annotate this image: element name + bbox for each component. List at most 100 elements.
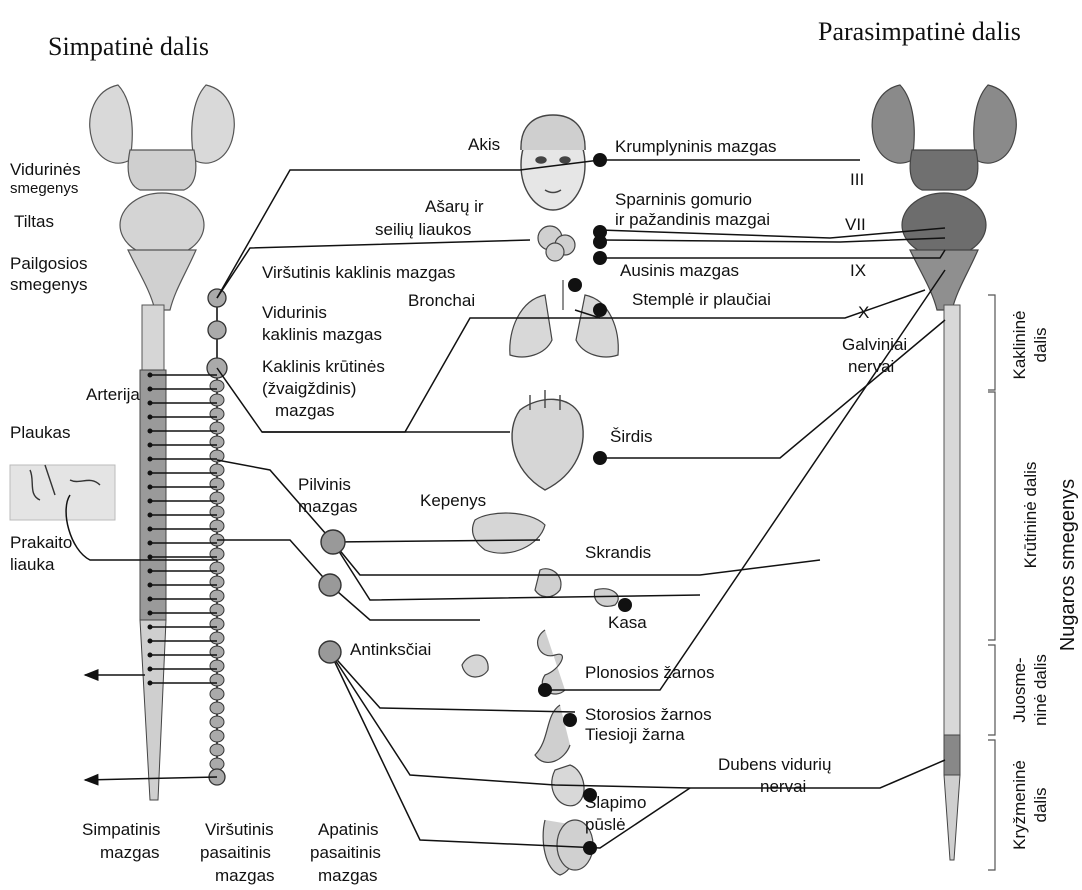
chain-bead xyxy=(210,478,224,490)
label-superior-cervical: Viršutinis kaklinis mazgas xyxy=(262,263,455,282)
outflow-soma xyxy=(148,583,153,588)
label-esophagus-lungs: Stemplė ir plaučiai xyxy=(632,290,771,309)
label-cervical-2: dalis xyxy=(1031,328,1050,363)
chain-bead xyxy=(210,394,224,406)
label-sacral-2: dalis xyxy=(1031,788,1050,823)
chain-bead xyxy=(210,758,224,770)
chain-bead xyxy=(210,618,224,630)
chain-bead xyxy=(210,576,224,588)
ganglion-dot xyxy=(593,303,607,317)
label-hair: Plaukas xyxy=(10,423,70,442)
chain-bead xyxy=(210,660,224,672)
chain-bead xyxy=(210,562,224,574)
ganglion-dot xyxy=(593,451,607,465)
intestine-icon xyxy=(535,630,570,762)
outflow-soma xyxy=(148,373,153,378)
left-spinal-cord xyxy=(140,305,166,800)
label-sweat-1: Prakaito xyxy=(10,533,72,552)
outflow-soma xyxy=(148,401,153,406)
label-midbrain-1: Vidurinės xyxy=(10,160,81,179)
label-nerve-III: III xyxy=(850,170,864,189)
nerve-fiber xyxy=(600,228,945,238)
sympathetic-chain xyxy=(207,289,227,785)
label-artery: Arterija xyxy=(86,385,140,404)
outflow-soma xyxy=(148,471,153,476)
label-medulla-1: Pailgosios xyxy=(10,254,88,273)
label-middle-cervical-1: Vidurinis xyxy=(262,303,327,322)
label-lacrimal-2: seilių liaukos xyxy=(375,220,471,239)
label-midbrain-2: smegenys xyxy=(10,180,78,197)
right-spinal-cord xyxy=(944,305,960,860)
chain-bead xyxy=(210,688,224,700)
label-sup-mesenteric-2: pasaitinis xyxy=(200,843,271,862)
outflow-soma xyxy=(148,653,153,658)
label-pons: Tiltas xyxy=(14,212,54,231)
label-cranial-1: Galviniai xyxy=(842,335,907,354)
outflow-soma xyxy=(148,681,153,686)
ganglion-dot xyxy=(568,278,582,292)
label-middle-cervical-2: kaklinis mazgas xyxy=(262,325,382,344)
label-heart: Širdis xyxy=(610,427,653,446)
liver-icon xyxy=(472,513,545,553)
label-celiac-1: Pilvinis xyxy=(298,475,351,494)
outflow-soma xyxy=(148,415,153,420)
chain-bead xyxy=(210,590,224,602)
label-lumbar-2: ninė dalis xyxy=(1031,654,1050,726)
chain-bead xyxy=(210,702,224,714)
label-pterygopalatine-1: Sparninis gomurio xyxy=(615,190,752,209)
chain-bead xyxy=(210,492,224,504)
ganglion-dot xyxy=(538,683,552,697)
outflow-soma xyxy=(148,597,153,602)
label-otic-ganglion: Ausinis mazgas xyxy=(620,261,739,280)
label-nerve-VII: VII xyxy=(845,215,866,234)
chain-ganglion xyxy=(208,321,226,339)
skin-hair-inset xyxy=(10,465,115,520)
heart-icon xyxy=(512,390,583,490)
outflow-soma xyxy=(148,667,153,672)
outflow-soma xyxy=(148,387,153,392)
adrenal-icon xyxy=(462,655,488,677)
title-sympathetic: Simpatinė dalis xyxy=(48,32,209,61)
chain-bead xyxy=(210,436,224,448)
chain-bead xyxy=(210,422,224,434)
nerve-fiber xyxy=(600,238,945,242)
spinal-region-brackets xyxy=(988,295,995,870)
label-nerve-IX: IX xyxy=(850,261,866,280)
ganglion-dot xyxy=(593,251,607,265)
label-stellate-2: (žvaigždinis) xyxy=(262,379,356,398)
outflow-soma xyxy=(148,443,153,448)
label-celiac-2: mazgas xyxy=(298,497,358,516)
label-pelvic-1: Dubens vidurių xyxy=(718,755,831,774)
chain-bead xyxy=(210,506,224,518)
chain-bead xyxy=(210,548,224,560)
label-inf-mesenteric-3: mazgas xyxy=(318,866,378,885)
outflow-soma xyxy=(148,429,153,434)
label-pancreas: Kasa xyxy=(608,613,647,632)
label-small-intestine: Plonosios žarnos xyxy=(585,663,714,682)
chain-bead xyxy=(210,674,224,686)
outflow-soma xyxy=(148,527,153,532)
outflow-soma xyxy=(148,541,153,546)
label-pelvic-2: nervai xyxy=(760,777,806,796)
chain-bead xyxy=(210,730,224,742)
chain-bead xyxy=(210,632,224,644)
label-sacral-1: Kryžmeninė xyxy=(1010,760,1029,850)
outflow-soma xyxy=(148,555,153,560)
chain-bead xyxy=(210,380,224,392)
celiac-ganglion xyxy=(321,530,345,554)
chain-bead xyxy=(210,744,224,756)
chain-bead xyxy=(210,408,224,420)
outflow-soma xyxy=(148,569,153,574)
label-medulla-2: smegenys xyxy=(10,275,87,294)
chain-bead xyxy=(210,464,224,476)
label-cranial-2: nervai xyxy=(848,357,894,376)
label-sweat-2: liauka xyxy=(10,555,55,574)
ganglion-dot xyxy=(593,235,607,249)
nerve-fiber xyxy=(333,542,820,575)
label-stellate-1: Kaklinis krūtinės xyxy=(262,357,385,376)
chain-bead xyxy=(210,520,224,532)
label-pterygopalatine-2: ir pažandinis mazgai xyxy=(615,210,770,229)
ganglion-dot xyxy=(593,153,607,167)
ganglion-dot xyxy=(583,841,597,855)
ganglion-dot xyxy=(618,598,632,612)
